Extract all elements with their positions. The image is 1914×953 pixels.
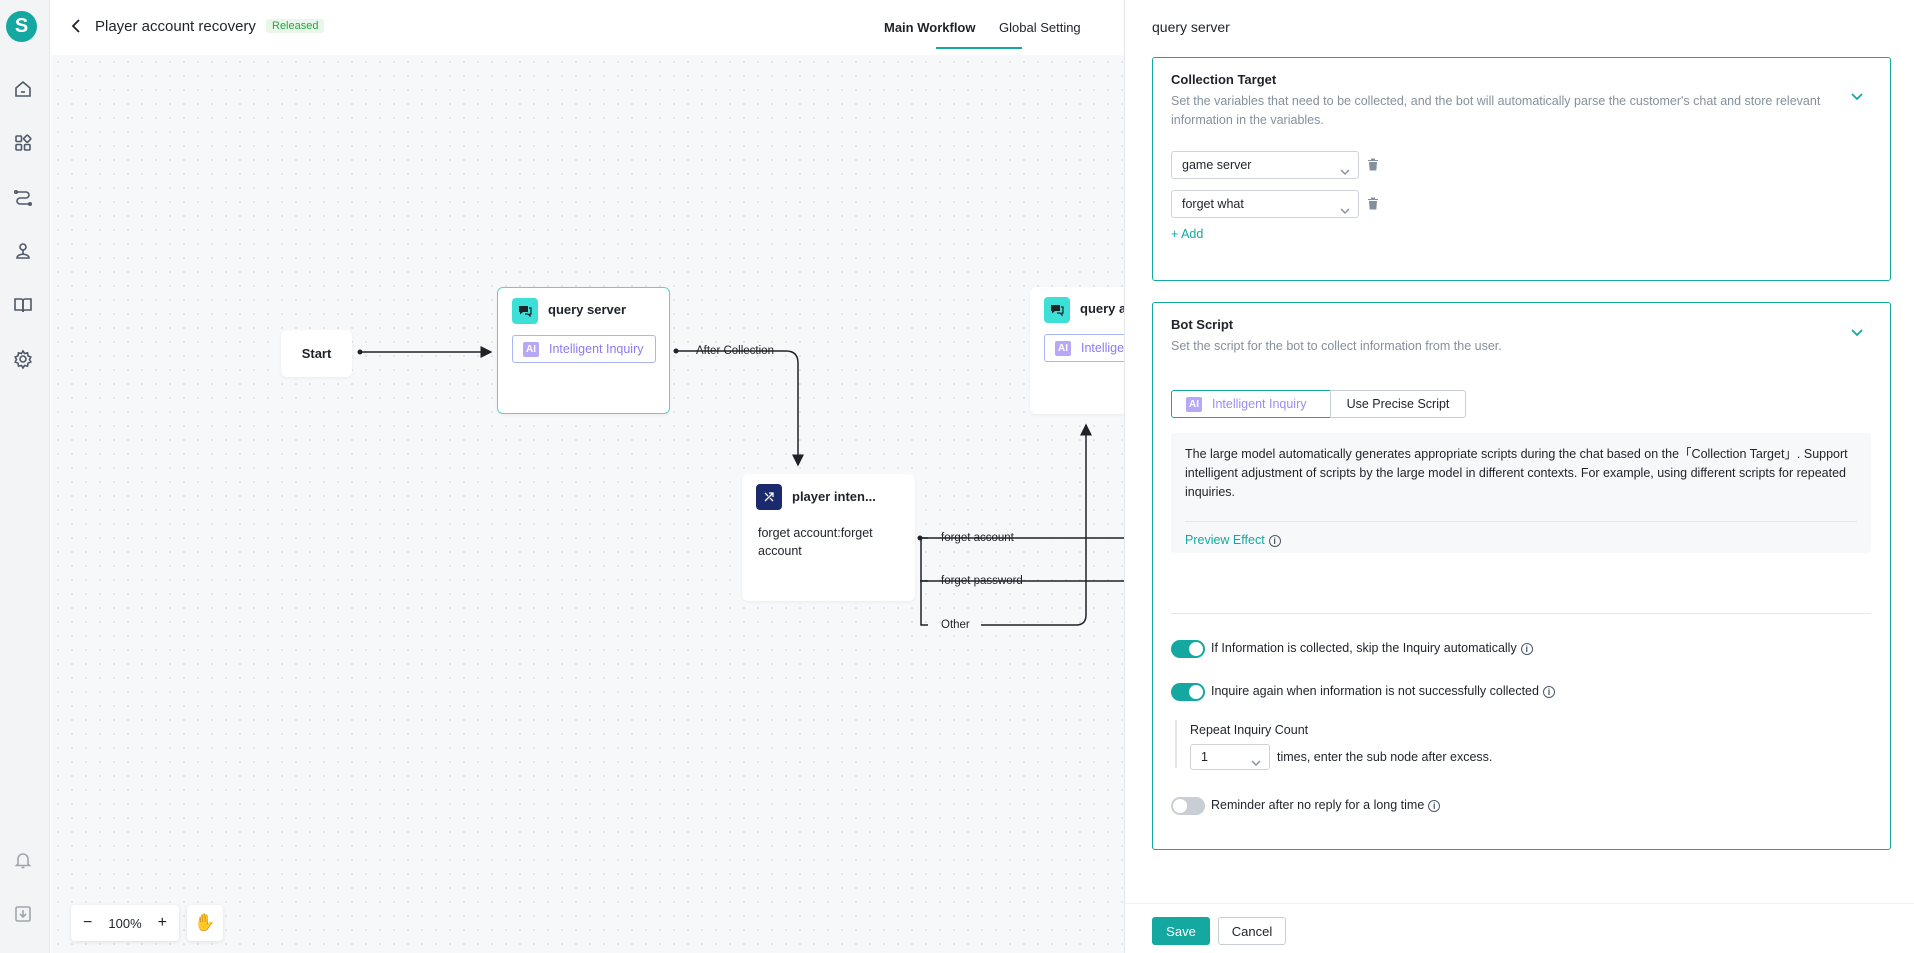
panel-footer: Save Cancel [1125, 903, 1914, 953]
collapse-chevron-icon[interactable] [1850, 89, 1868, 107]
tab-global-setting[interactable]: Global Setting [999, 20, 1081, 35]
collection-target-card: Collection Target Set the variables that… [1152, 57, 1891, 281]
query-a-node[interactable]: query a AI Intelligen [1030, 287, 1124, 414]
chevron-down-icon [1251, 752, 1261, 766]
intent-branch-icon [756, 484, 782, 510]
bot-script-heading: Bot Script [1171, 317, 1234, 332]
edge-label-other: Other [941, 619, 970, 631]
reminder-toggle[interactable] [1171, 797, 1205, 815]
variable-select-value: game server [1182, 158, 1252, 172]
inquire-again-toggle[interactable] [1171, 683, 1205, 701]
reminder-label-text: Reminder after no reply for a long time [1211, 798, 1425, 812]
inquire-again-label-text: Inquire again when information is not su… [1211, 684, 1539, 698]
info-icon: i [1428, 799, 1441, 812]
left-nav: S [0, 0, 50, 953]
query-a-ai-tag: AI Intelligen [1044, 334, 1124, 362]
agent-icon[interactable] [12, 240, 34, 262]
edge-label-forget-password: forget password [941, 575, 1023, 587]
start-node-label: Start [301, 346, 332, 361]
collection-target-heading: Collection Target [1171, 72, 1277, 87]
edge-label-forget-account: forget account [941, 532, 1014, 544]
player-intent-node-body: forget account:forget account [758, 526, 873, 558]
ai-chip-icon: AI [523, 341, 539, 357]
trash-icon[interactable] [1367, 158, 1383, 174]
mode-intelligent-inquiry-label: Intelligent Inquiry [1212, 397, 1307, 411]
variable-select[interactable]: game server [1171, 151, 1359, 179]
preview-effect-label: Preview Effect [1185, 533, 1265, 547]
notification-bell-icon[interactable] [12, 849, 34, 871]
repeat-count-value: 1 [1201, 750, 1208, 764]
status-badge: Released [266, 19, 325, 33]
divider [1171, 613, 1871, 614]
edge-label-after-collection: After Collection [696, 345, 774, 357]
query-server-ai-tag: AI Intelligent Inquiry [512, 335, 656, 363]
zoom-level: 100% [108, 915, 142, 931]
query-server-node-title: query server [548, 302, 627, 317]
ai-chip-icon: AI [1055, 340, 1071, 356]
player-intent-node-title: player inten... [792, 489, 876, 504]
script-info-text: The large model automatically generates … [1185, 447, 1848, 499]
settings-gear-icon[interactable] [12, 348, 34, 370]
script-info-box: The large model automatically generates … [1171, 433, 1871, 553]
bot-script-card: Bot Script Set the script for the bot to… [1152, 302, 1891, 850]
save-button[interactable]: Save [1152, 917, 1210, 945]
zoom-out-button[interactable]: − [83, 914, 93, 931]
zoom-control: − 100% + [71, 905, 179, 941]
ai-chip-icon: AI [1186, 396, 1202, 412]
info-icon: i [1520, 642, 1533, 655]
apps-icon[interactable] [12, 132, 34, 154]
info-icon: i [1268, 534, 1281, 547]
skip-inquiry-label-text: If Information is collected, skip the In… [1211, 641, 1517, 655]
collection-target-description: Set the variables that need to be collec… [1171, 94, 1821, 127]
repeat-count-select[interactable]: 1 [1190, 744, 1270, 770]
back-arrow-icon[interactable] [69, 18, 89, 38]
bot-script-description: Set the script for the bot to collect in… [1171, 339, 1502, 353]
repeat-count-suffix: times, enter the sub node after excess. [1277, 750, 1493, 764]
skip-inquiry-toggle[interactable] [1171, 640, 1205, 658]
add-variable-label: Add [1181, 227, 1204, 241]
mode-intelligent-inquiry-tab[interactable]: AI Intelligent Inquiry [1171, 390, 1331, 418]
query-server-ai-tag-label: Intelligent Inquiry [549, 342, 644, 356]
chevron-down-icon [1340, 199, 1350, 214]
variable-select-value: forget what [1182, 197, 1244, 211]
start-node[interactable]: Start [281, 330, 352, 377]
app-logo[interactable]: S [6, 11, 37, 42]
player-intent-node[interactable]: player inten... forget account:forget ac… [742, 474, 915, 601]
query-a-node-title: query a [1080, 301, 1124, 316]
home-icon[interactable] [12, 78, 34, 100]
active-tab-indicator [936, 47, 1022, 49]
query-server-node[interactable]: query server AI Intelligent Inquiry [497, 287, 670, 414]
chat-bubble-icon [512, 298, 538, 324]
page-title: Player account recovery [95, 18, 256, 35]
divider [1185, 521, 1857, 522]
zoom-in-button[interactable]: + [157, 914, 167, 931]
chevron-down-icon [1340, 160, 1350, 175]
repeat-inquiry-count-label: Repeat Inquiry Count [1190, 723, 1309, 737]
plus-icon: + [1171, 227, 1182, 241]
tab-main-workflow[interactable]: Main Workflow [884, 20, 976, 35]
knowledge-book-icon[interactable] [12, 294, 34, 316]
pan-hand-icon[interactable]: ✋ [187, 905, 223, 941]
mode-precise-script-tab[interactable]: Use Precise Script [1330, 390, 1466, 418]
workflow-icon[interactable] [12, 186, 34, 208]
trash-icon[interactable] [1367, 197, 1383, 213]
query-a-ai-tag-label: Intelligen [1081, 341, 1124, 355]
node-config-panel: query server Collection Target Set the v… [1124, 0, 1914, 953]
cancel-button[interactable]: Cancel [1218, 917, 1286, 945]
variable-select[interactable]: forget what [1171, 190, 1359, 218]
chat-bubble-icon [1044, 297, 1070, 323]
add-variable-button[interactable]: + Add [1171, 227, 1203, 241]
repeat-indent-bar [1175, 720, 1177, 768]
inquire-again-label: Inquire again when information is not su… [1211, 684, 1555, 698]
info-icon: i [1542, 685, 1555, 698]
workflow-canvas[interactable]: Start query server AI Intelligent Inquiry… [51, 55, 1124, 953]
panel-title: query server [1152, 19, 1230, 35]
download-icon[interactable] [12, 903, 34, 925]
workflow-edges [357, 346, 1124, 626]
workflow-header: Player account recovery Released Main Wo… [51, 0, 1161, 55]
collapse-chevron-icon[interactable] [1850, 325, 1868, 343]
skip-inquiry-label: If Information is collected, skip the In… [1211, 641, 1533, 655]
